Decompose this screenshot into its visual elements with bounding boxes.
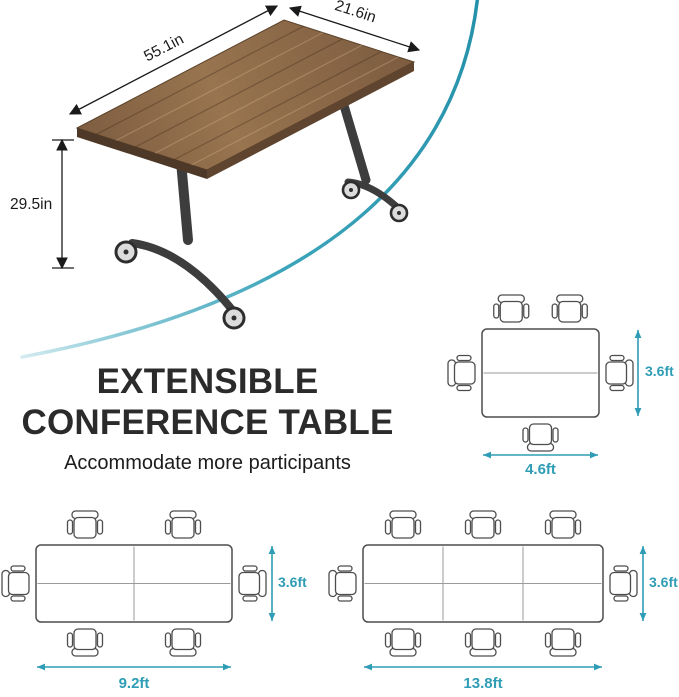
width-dimension-label: 4.6ft [525, 461, 556, 478]
layout-diagram-triple: 3.6ft 13.8ft [328, 495, 679, 697]
heading-subtitle: Accommodate more participants [64, 451, 351, 474]
dimension-arrowhead [37, 663, 45, 671]
chair-top-view [328, 565, 357, 602]
chair-top-view [464, 510, 502, 539]
dimension-arrowhead [483, 451, 491, 459]
chair-top-view [522, 423, 559, 452]
chair-top-view [551, 294, 588, 323]
dimension-arrowhead [634, 408, 642, 416]
chair-top-view [605, 354, 634, 392]
dimension-arrowhead [639, 613, 647, 621]
chair-top-view [164, 628, 202, 657]
width-dimension-label: 13.8ft [463, 675, 503, 692]
dimension-arrowhead [268, 546, 276, 554]
chair-top-view [1, 565, 30, 602]
heading-block: EXTENSIBLE CONFERENCE TABLE Accommodate … [0, 361, 415, 475]
layout-diagram-single: 3.6ft 4.6ft [438, 283, 679, 489]
height-dimension-label: 29.5in [10, 196, 52, 213]
chair-top-view [238, 565, 267, 602]
heading-line-1: EXTENSIBLE [96, 362, 319, 401]
dimension-arrowhead [590, 451, 598, 459]
width-dimension-label: 55.1in [141, 31, 186, 66]
chair-top-view [464, 628, 502, 657]
chair-top-view [609, 565, 638, 602]
table-top-view-double [1, 510, 276, 671]
dimension-arrowhead [594, 663, 602, 671]
dimension-arrowhead [634, 330, 642, 338]
chair-top-view [66, 510, 104, 539]
dimension-arrowhead [639, 546, 647, 554]
tabletop [75, 19, 416, 179]
chair-top-view [493, 294, 530, 323]
chair-top-view [447, 354, 476, 392]
chair-top-view [544, 628, 582, 657]
heading-line-2: CONFERENCE TABLE [21, 403, 394, 443]
chair-top-view [544, 510, 582, 539]
chair-top-view [164, 510, 202, 539]
chair-top-view [384, 628, 422, 657]
chair-top-view [66, 628, 104, 657]
table-top-view-single [447, 294, 642, 459]
table-top-view-triple [328, 510, 647, 671]
depth-dimension-label: 3.6ft [645, 363, 674, 379]
depth-dimension-label: 3.6ft [278, 574, 307, 590]
depth-dimension-label: 3.6ft [649, 574, 678, 590]
dimension-arrowhead [223, 663, 231, 671]
depth-dimension-label: 21.6in [333, 0, 378, 26]
layout-diagram-double: 3.6ft 9.2ft [0, 495, 314, 697]
dimension-arrowhead [268, 613, 276, 621]
dimension-arrowhead [364, 663, 372, 671]
chair-top-view [384, 510, 422, 539]
width-dimension-label: 9.2ft [118, 675, 150, 692]
table-illustration: 29.5in 55.1in 21.6in [10, 0, 421, 330]
